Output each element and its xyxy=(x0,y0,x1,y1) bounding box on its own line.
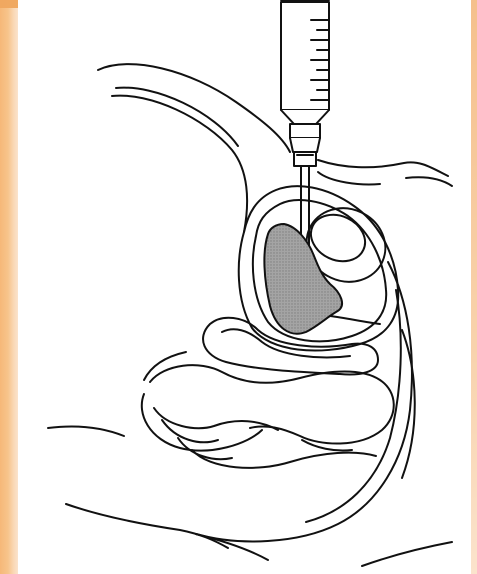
illustration-canvas xyxy=(18,0,471,574)
pelvic-floor xyxy=(48,262,452,566)
bowel-loops xyxy=(142,365,394,468)
frame-right-band xyxy=(471,0,477,574)
cyst xyxy=(264,224,342,334)
puncture-illustration xyxy=(18,0,471,574)
syringe xyxy=(281,0,329,166)
